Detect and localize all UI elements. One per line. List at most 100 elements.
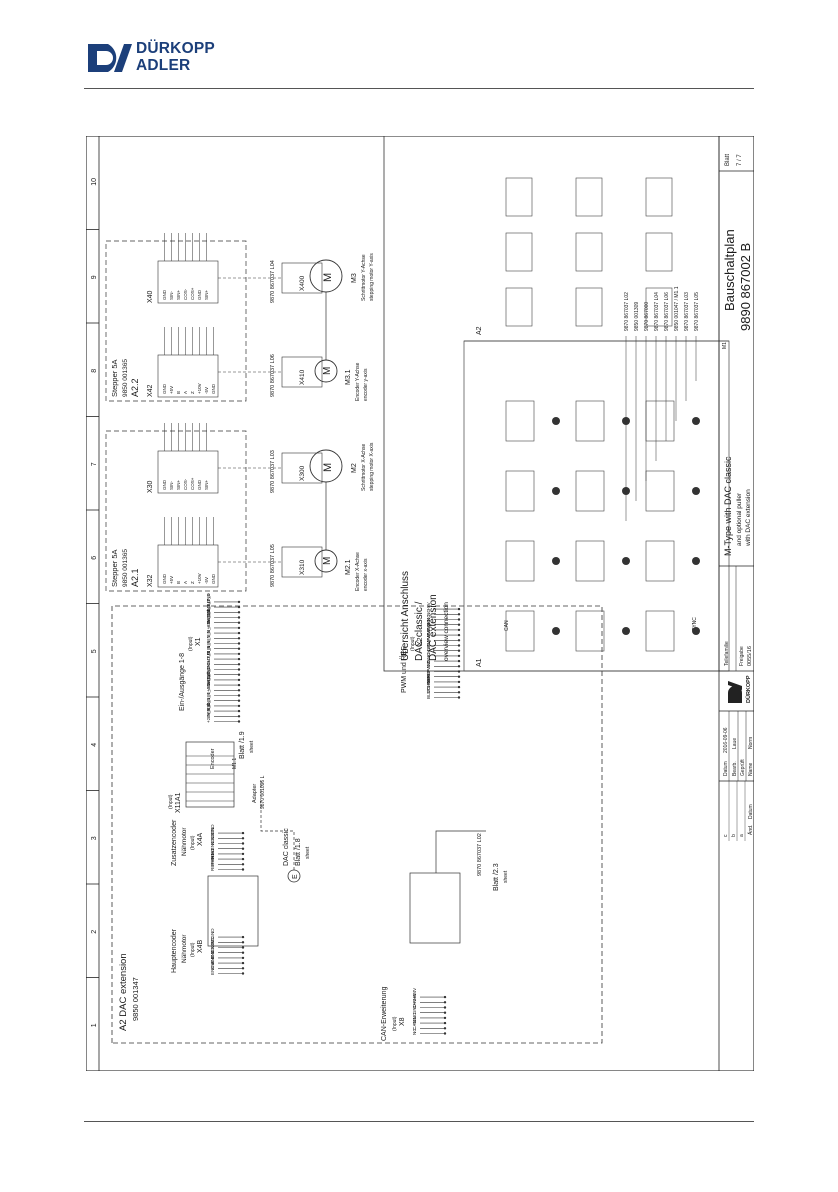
stepper-pin-label: SIN+ <box>204 289 209 300</box>
x2-pins-label: NC <box>426 671 431 678</box>
x410-label: X410 <box>299 369 306 385</box>
grid-number: 3 <box>91 836 98 840</box>
m21-de: Encoder X-Achse <box>355 552 361 591</box>
x2-pins-label: NC <box>426 619 431 626</box>
x2-pins-label: ST2-REF <box>426 669 431 688</box>
x4b-pins-label: ENC-A <box>210 960 215 975</box>
grid-number: 6 <box>91 556 98 560</box>
stepper-pin-label: SIN+ <box>176 289 181 300</box>
x8-connector <box>409 872 461 944</box>
x2-pins-label: NC <box>426 614 431 621</box>
grid-number: 2 <box>91 930 98 934</box>
stepper-pin-label: SIN- <box>169 290 174 300</box>
x300-label: X300 <box>299 465 306 481</box>
x1-pins-label: IN_5 <box>206 645 211 655</box>
cable-x310: 9870 867037 L05 <box>270 544 276 587</box>
stepper-pin-label: -5V <box>204 387 209 394</box>
datum-label: Datum <box>723 761 729 776</box>
can-blatt: Blatt /2.3 <box>493 863 500 891</box>
x2-pins-label: +24V <box>426 640 431 652</box>
title-block-logo: DÜRKOPP <box>728 675 752 703</box>
x8-plug: (Input) <box>392 1016 398 1031</box>
x1-pins-label: IN_7 <box>206 635 211 645</box>
x1-pins-label: OUT_4 <box>206 609 211 624</box>
grid-number: 5 <box>91 649 98 653</box>
panel-part-number: 9870 867037 L06 <box>664 292 670 331</box>
x4a-name: X4A <box>197 832 204 846</box>
x8-pins-label: NC <box>412 1012 417 1019</box>
x4b-pins-label: NC <box>210 942 215 949</box>
stepper-pin-label: GND <box>162 383 167 394</box>
x2-pins-label: PWM3 <box>426 622 431 636</box>
brand-name-line2: ADLER <box>136 57 191 74</box>
encoder-label: Encoder <box>210 748 216 769</box>
x1-pin-list: +24V stab.IN_1IN_2IN_3IN_4IN_ANA_1+24V s… <box>206 593 241 723</box>
svg-text:M: M <box>322 367 333 375</box>
encoder-sheet: sheet <box>249 740 255 753</box>
bearb-label: Bearb. <box>732 761 738 776</box>
motor-m3: M <box>309 259 343 293</box>
x11a1-connector <box>185 741 235 808</box>
brand-logo: DÜRKOPP ADLER <box>84 38 254 78</box>
x2-pins-label: GND <box>426 652 431 663</box>
m31-en: encoder y-axis <box>363 368 369 401</box>
m31-de: Encoder Y-Achse <box>355 362 361 401</box>
stepper-pin-label: +5V <box>169 576 174 584</box>
dac-classic-blatt: Blatt /1.8 <box>295 838 302 866</box>
x8-pins-label: CAN-H <box>412 994 417 1009</box>
x8-title: CAN-Erweiterung <box>381 986 388 1041</box>
a2-number: 9850 001347 <box>131 977 140 1021</box>
cable-x300: 9870 867037 L03 <box>270 450 276 493</box>
x1-pins-label: OUT_5 <box>206 645 211 660</box>
x4b-pins-label: NC <box>210 947 215 954</box>
x2-pins-label: PWM2 <box>426 628 431 642</box>
stepper-pin-label: GND <box>211 383 216 394</box>
panel-a1-label: A1 <box>476 658 483 667</box>
x1-pins-label: IN_ANA_1 <box>206 675 211 697</box>
x4a-pins-label: NC <box>210 838 215 845</box>
x1-pins-label: OUT_6 <box>206 604 211 619</box>
x2-pins-label: NC <box>426 660 431 667</box>
x4b-pins-label: GND <box>210 928 215 939</box>
blatt-value: 7 / 7 <box>737 154 743 166</box>
stepper-pin-label: GND <box>162 289 167 300</box>
x8-pins-label: +24V <box>412 987 417 999</box>
stepper-pin-label: GND <box>197 289 202 300</box>
x2-pins-label: +24V <box>426 646 431 658</box>
panel-part-number: 9870 867037 L03 <box>684 292 690 331</box>
x4a-pins-label: NC <box>210 848 215 855</box>
datum-value: 2016-09-06 <box>723 727 729 753</box>
can-sheet: sheet <box>503 870 509 883</box>
overview-title-3: DAC extension <box>428 594 439 661</box>
x11a1-plug: (Input) <box>168 794 174 809</box>
grid-number: 10 <box>91 178 98 186</box>
x1-title: Ein-/Ausgänge 1-8 <box>179 653 186 711</box>
encoder-ref: M1.1 <box>232 758 238 769</box>
footer-divider <box>84 1121 754 1122</box>
x4b-plug: (Input) <box>190 942 196 957</box>
x2-name: X2 <box>417 637 424 646</box>
x2-pins-label: +5V <box>426 601 431 610</box>
stepper-pin-label: COS+ <box>190 287 195 300</box>
panel-part-number: 9870 867000 <box>644 302 650 331</box>
x4a-sub: Nähmotor <box>181 827 188 856</box>
stepper-pin-label: A <box>183 581 188 584</box>
x1-pins-label: IN_1 <box>206 708 211 718</box>
doc-number: 9890 867002 B <box>738 243 753 331</box>
x2-pins-label: ST1-REF <box>426 674 431 693</box>
aend-label: Änd. <box>747 825 754 835</box>
x4b-sub: Nähmotor <box>181 934 188 963</box>
stepper-a21-number: 9850 001365 <box>122 549 129 587</box>
grid-number: 1 <box>91 1023 98 1027</box>
cable-x400: 9870 867037 L04 <box>270 260 276 303</box>
norm-label: Norm <box>748 737 754 749</box>
dac-classic-label: DAC classic <box>283 828 290 866</box>
x1-pins-label: GND <box>206 593 211 604</box>
adapter-ref: 9870 001096 L <box>260 775 266 809</box>
overview-title-2: DAC classic / <box>414 601 425 661</box>
stepper-a22-box <box>105 240 247 402</box>
x1-pins-label: IN_6 <box>206 640 211 650</box>
stepper-pin-label: SIN- <box>169 480 174 490</box>
stepper-pin-label: GND <box>211 573 216 584</box>
